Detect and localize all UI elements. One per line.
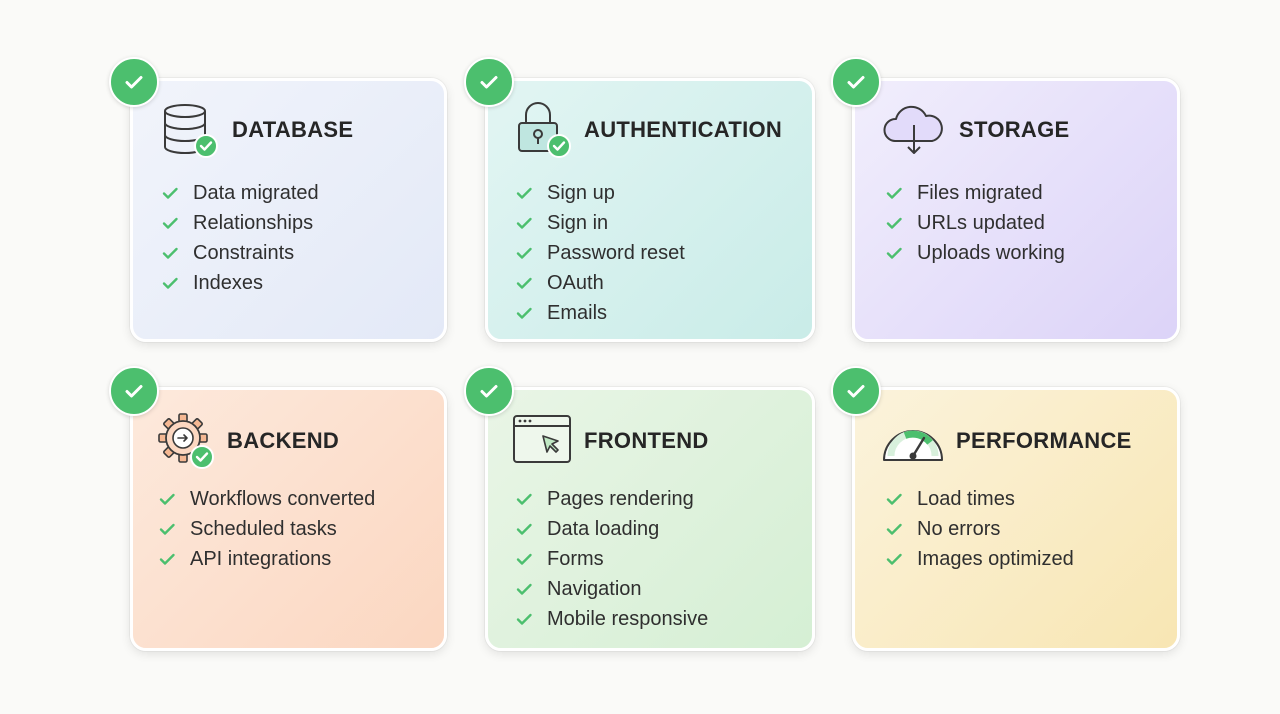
check-icon [516,217,532,229]
list-item-label: Relationships [193,211,314,234]
checklist: Pages rendering Data loading Forms Navig… [515,484,708,634]
database-icon [161,103,221,166]
check-icon [516,613,532,625]
list-item: Mobile responsive [515,604,708,634]
card-title: STORAGE [959,117,1070,142]
list-item: Data migrated [161,178,319,208]
check-icon [516,553,532,565]
list-item-label: Sign up [547,181,615,204]
list-item-label: Pages rendering [547,487,694,510]
check-icon [886,187,902,199]
check-badge-icon [464,57,514,107]
card-title: PERFORMANCE [956,428,1132,453]
list-item-label: OAuth [547,271,604,294]
list-item-label: Uploads working [917,241,1065,264]
list-item-label: Constraints [193,241,295,264]
check-icon [516,277,532,289]
check-icon [159,523,175,535]
list-item: Emails [515,298,685,328]
gear-icon [157,412,217,475]
list-item: Forms [515,544,708,574]
check-icon [886,553,902,565]
check-icon [886,247,902,259]
lock-icon [514,99,574,166]
list-item: Scheduled tasks [158,514,375,544]
check-badge-icon [831,366,881,416]
list-item-label: Password reset [547,241,685,264]
list-item-label: Indexes [193,271,264,294]
list-item-label: Emails [547,301,608,324]
check-icon [162,217,178,229]
checklist: Files migrated URLs updated Uploads work… [885,178,1065,268]
list-item-label: Load times [917,487,1015,510]
card-storage: STORAGE Files migrated URLs updated Uplo… [831,57,1180,342]
list-item: Navigation [515,574,708,604]
list-item: API integrations [158,544,375,574]
check-badge-icon [109,366,159,416]
list-item: Load times [885,484,1074,514]
list-item: Constraints [161,238,319,268]
check-icon [516,493,532,505]
check-icon [886,217,902,229]
card-frontend: FRONTEND Pages rendering Data loading Fo… [464,366,815,651]
checklist: Workflows converted Scheduled tasks API … [158,484,375,574]
list-item: No errors [885,514,1074,544]
list-item: Sign up [515,178,685,208]
card-backend: BACKEND Workflows converted Scheduled ta… [109,366,447,651]
list-item-label: Mobile responsive [547,607,709,630]
checklist: Data migrated Relationships Constraints … [161,178,319,298]
check-icon [159,493,175,505]
browser-cursor-icon [513,415,573,470]
list-item: Pages rendering [515,484,708,514]
list-item-label: API integrations [190,547,332,570]
list-item: Images optimized [885,544,1074,574]
cloud-download-icon [881,103,947,164]
list-item-label: Data migrated [193,181,319,204]
list-item: OAuth [515,268,685,298]
check-badge-icon [109,57,159,107]
checklist: Sign up Sign in Password reset OAuth Ema… [515,178,685,328]
check-badge-icon [831,57,881,107]
list-item: URLs updated [885,208,1065,238]
card-title: DATABASE [232,117,354,142]
list-item: Indexes [161,268,319,298]
list-item: Workflows converted [158,484,375,514]
list-item-label: Files migrated [917,181,1043,204]
card-authentication: AUTHENTICATION Sign up Sign in Password … [464,57,815,342]
check-badge-icon [464,366,514,416]
checklist: Load times No errors Images optimized [885,484,1074,574]
card-title: BACKEND [227,428,340,453]
check-icon [162,247,178,259]
check-icon [516,583,532,595]
list-item-label: Workflows converted [190,487,376,510]
list-item-label: URLs updated [917,211,1045,234]
check-icon [886,493,902,505]
speedometer-icon [881,414,945,469]
card-database: DATABASE Data migrated Relationships Con… [109,57,447,342]
list-item: Files migrated [885,178,1065,208]
check-icon [516,307,532,319]
list-item-label: Forms [547,547,604,570]
card-title: AUTHENTICATION [584,117,783,142]
list-item-label: Sign in [547,211,609,234]
list-item-label: Images optimized [917,547,1074,570]
list-item: Uploads working [885,238,1065,268]
list-item: Password reset [515,238,685,268]
card-title: FRONTEND [584,428,709,453]
list-item-label: Navigation [547,577,642,600]
list-item: Relationships [161,208,319,238]
list-item-label: Data loading [547,517,660,540]
check-icon [516,187,532,199]
card-performance: PERFORMANCE Load times No errors Images … [831,366,1180,651]
check-icon [162,277,178,289]
list-item-label: Scheduled tasks [190,517,337,540]
check-icon [162,187,178,199]
list-item-label: No errors [917,517,1001,540]
check-icon [159,553,175,565]
check-icon [886,523,902,535]
list-item: Sign in [515,208,685,238]
check-icon [516,247,532,259]
list-item: Data loading [515,514,708,544]
check-icon [516,523,532,535]
